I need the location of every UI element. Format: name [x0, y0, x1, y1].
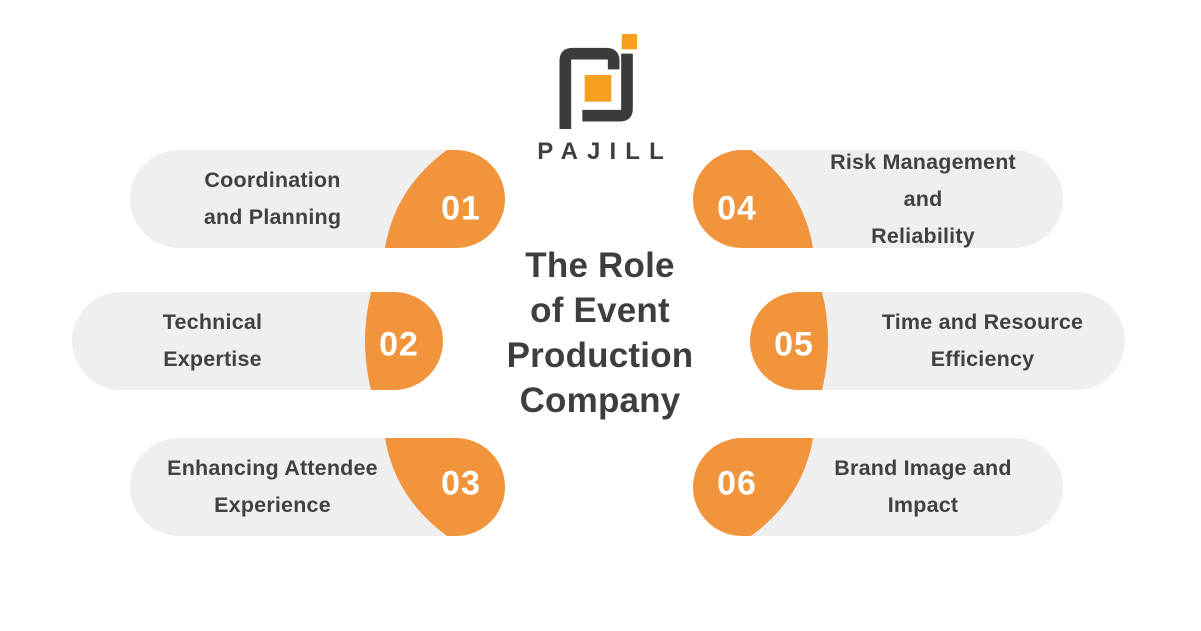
item-label: Coordination and Planning [203, 168, 342, 229]
item-card-time-and-resource-efficiency: Time and Resource Efficiency 05 [750, 292, 1125, 390]
item-number: 04 [717, 189, 757, 228]
pajill-logo-icon [543, 25, 658, 140]
brand-wordmark: PAJILL [537, 138, 673, 165]
item-label: Enhancing Attendee Experience [167, 456, 378, 517]
item-number-badge: 03 [385, 438, 505, 536]
page-title-line: Company [519, 381, 681, 420]
item-label: Risk Management and Reliability [830, 149, 1016, 248]
item-number: 01 [441, 189, 481, 228]
item-card-enhancing-attendee-experience: Enhancing Attendee Experience 03 [130, 438, 505, 536]
item-number: 02 [379, 325, 419, 364]
item-card-coordination-and-planning: Coordination and Planning 01 [130, 150, 505, 248]
item-number-badge: 01 [385, 150, 505, 248]
item-number: 03 [441, 464, 481, 503]
page-title-line: Production [506, 336, 694, 375]
item-label: Time and Resource Efficiency [881, 310, 1084, 371]
page-title: The Role of Event Production Company [440, 243, 760, 423]
item-label: Brand Image and Impact [834, 456, 1012, 517]
page-title-line: of Event [530, 291, 670, 330]
item-number-badge: 02 [323, 292, 443, 390]
item-number-badge: 05 [750, 292, 870, 390]
item-number-badge: 06 [693, 438, 813, 536]
item-number-badge: 04 [693, 150, 813, 248]
item-label: Technical Expertise [162, 310, 263, 371]
item-card-brand-image-and-impact: Brand Image and Impact 06 [693, 438, 1063, 536]
page-title-line: The Role [525, 246, 675, 285]
item-card-risk-management-and-reliability: Risk Management and Reliability 04 [693, 150, 1063, 248]
item-number: 06 [717, 464, 757, 503]
item-card-technical-expertise: Technical Expertise 02 [72, 292, 443, 390]
item-number: 05 [774, 325, 814, 364]
